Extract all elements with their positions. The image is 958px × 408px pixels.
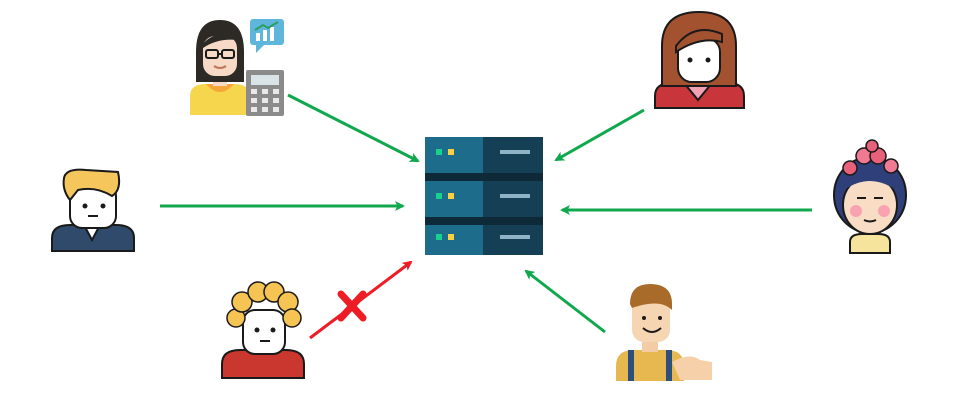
server-rack-icon	[425, 137, 543, 255]
arrow-businesswoman-to-server	[287, 93, 420, 163]
chart-bubble-icon	[250, 19, 284, 53]
arrow-woman-brown-hair-to-server	[554, 108, 645, 162]
curly-hair-man-icon	[221, 281, 305, 379]
man-thumbs-up-icon	[616, 284, 712, 381]
woman-flower-crown-icon	[833, 139, 907, 254]
arrow-thumbs-up-man-to-server	[524, 269, 606, 334]
woman-avatar-icon	[654, 10, 745, 109]
man-avatar-icon	[51, 168, 135, 252]
x-mark-icon	[337, 290, 367, 322]
calculator-icon	[246, 70, 284, 116]
woman-with-calculator-icon	[190, 19, 284, 116]
